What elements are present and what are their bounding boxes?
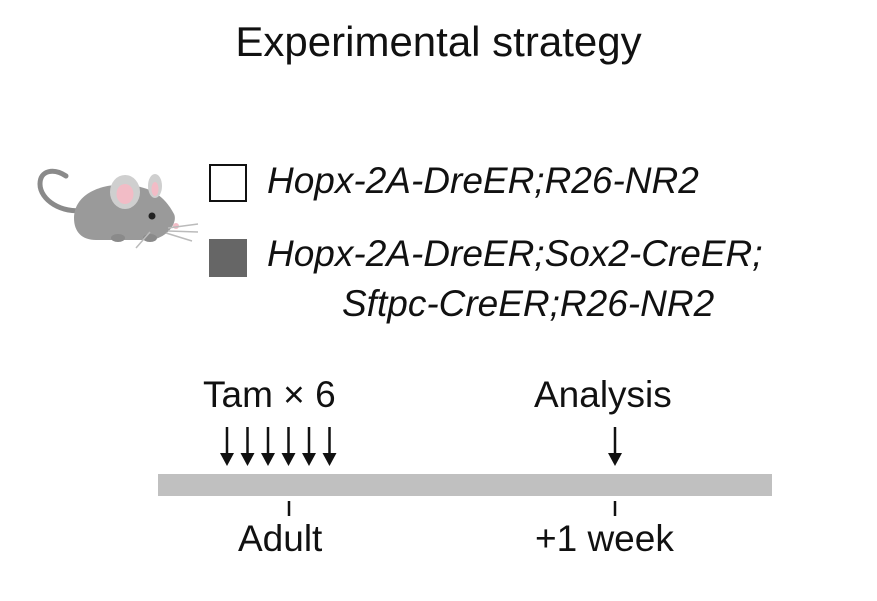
tamoxifen-arrow (261, 427, 275, 466)
tamoxifen-arrow (302, 427, 316, 466)
analysis-label: Analysis (534, 374, 672, 415)
legend-swatch-control (209, 164, 247, 202)
legend-swatch-mutant (209, 239, 247, 277)
legend-label-mutant-line-1: Hopx-2A-DreER;Sox2-CreER; (267, 233, 763, 274)
tamoxifen-arrow (240, 427, 255, 466)
analysis-arrow (608, 427, 622, 466)
legend-label-mutant-line-2: Sftpc-CreER;R26-NR2 (342, 283, 715, 324)
timepoint-label-adult: Adult (238, 518, 323, 559)
mouse-icon (37, 168, 199, 249)
tamoxifen-arrow (322, 427, 337, 466)
timeline-bar (158, 474, 772, 496)
diagram-title: Experimental strategy (235, 18, 642, 65)
timepoint-label-week: +1 week (535, 518, 674, 559)
tamoxifen-label: Tam × 6 (203, 374, 336, 415)
tamoxifen-arrow (281, 427, 296, 466)
legend-label-control: Hopx-2A-DreER;R26-NR2 (267, 160, 699, 201)
tamoxifen-arrows (220, 427, 337, 466)
tamoxifen-arrow (220, 427, 234, 466)
